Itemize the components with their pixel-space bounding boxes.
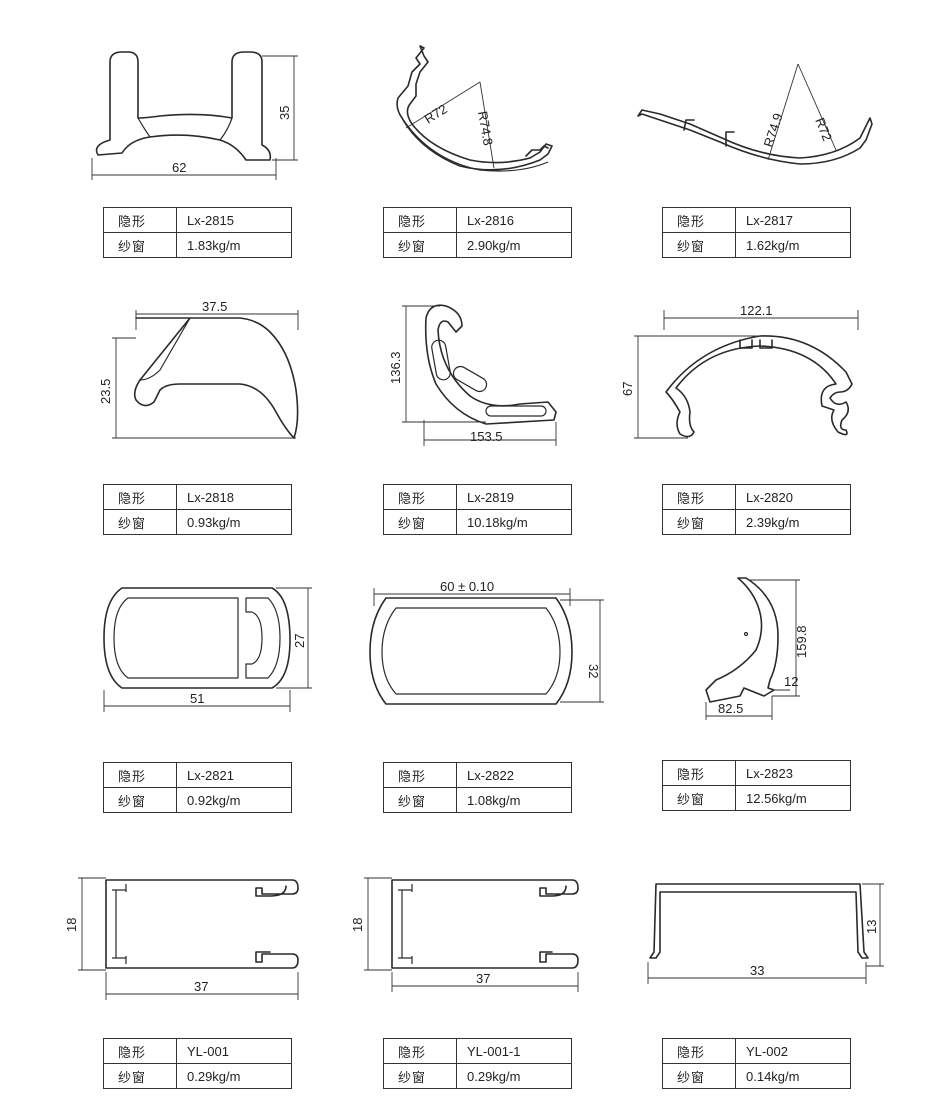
model-code: Lx-2815 bbox=[176, 207, 292, 233]
profile-outline bbox=[424, 304, 557, 425]
profile-outline bbox=[705, 577, 779, 703]
model-label: 隐形 bbox=[103, 1038, 177, 1064]
model-code: YL-001-1 bbox=[456, 1038, 572, 1064]
weight-label: 纱窗 bbox=[383, 509, 457, 535]
profile-outline bbox=[637, 109, 873, 165]
weight-label: 纱窗 bbox=[662, 232, 736, 258]
profile-drawing: 122.1 67 bbox=[0, 0, 900, 460]
dim-width: 153.5 bbox=[470, 429, 503, 444]
profile-outline bbox=[103, 587, 291, 689]
model-code: YL-001 bbox=[176, 1038, 292, 1064]
model-label: 隐形 bbox=[103, 207, 177, 233]
weight-value: 0.29kg/m bbox=[176, 1063, 292, 1089]
weight-label: 纱窗 bbox=[383, 232, 457, 258]
weight-value: 0.14kg/m bbox=[735, 1063, 851, 1089]
profile-outline bbox=[133, 317, 299, 439]
dim-height: 23.5 bbox=[98, 379, 113, 404]
dim-height: 136.3 bbox=[388, 351, 403, 384]
dim-width: 82.5 bbox=[718, 701, 743, 716]
dim-width: 60 ± 0.10 bbox=[440, 579, 494, 594]
weight-label: 纱窗 bbox=[103, 787, 177, 813]
profile-drawing: 136.3 153.5 bbox=[0, 0, 600, 460]
weight-label: 纱窗 bbox=[662, 1063, 736, 1089]
profile-outline bbox=[391, 879, 579, 969]
model-code: Lx-2816 bbox=[456, 207, 572, 233]
dim-height: 18 bbox=[64, 918, 79, 932]
profile-drawing: 159.8 12 82.5 bbox=[705, 577, 809, 720]
profile-drawing: R74.9 R72 bbox=[0, 0, 900, 190]
weight-value: 12.56kg/m bbox=[735, 785, 851, 811]
profile-drawing: 13 33 bbox=[647, 883, 884, 984]
profile-drawing: R72 R74.8 bbox=[0, 0, 600, 190]
profile-drawing: 18 37 bbox=[0, 0, 330, 1010]
model-label: 隐形 bbox=[662, 760, 736, 786]
weight-value: 2.90kg/m bbox=[456, 232, 572, 258]
profile-outline bbox=[396, 45, 553, 171]
weight-value: 0.93kg/m bbox=[176, 509, 292, 535]
profile-drawing: 51 27 bbox=[0, 0, 330, 720]
model-label: 隐形 bbox=[662, 484, 736, 510]
dim-height: 67 bbox=[620, 382, 635, 396]
dim-height: 35 bbox=[277, 106, 292, 120]
weight-value: 1.08kg/m bbox=[456, 787, 572, 813]
dim-width: 37.5 bbox=[202, 299, 227, 314]
dim-width: 33 bbox=[750, 963, 764, 978]
weight-label: 纱窗 bbox=[383, 1063, 457, 1089]
profile-outline bbox=[665, 335, 853, 438]
dim-width: 51 bbox=[190, 691, 204, 706]
model-label: 隐形 bbox=[383, 207, 457, 233]
dim-width: 37 bbox=[476, 971, 490, 986]
dim-width: 122.1 bbox=[740, 303, 773, 318]
model-label: 隐形 bbox=[103, 484, 177, 510]
weight-label: 纱窗 bbox=[103, 509, 177, 535]
dim-width: 62 bbox=[172, 160, 186, 175]
profile-drawing: 18 37 bbox=[350, 877, 579, 992]
weight-value: 10.18kg/m bbox=[456, 509, 572, 535]
profile-outline bbox=[369, 597, 573, 705]
model-label: 隐形 bbox=[383, 1038, 457, 1064]
dim-height: 13 bbox=[864, 920, 879, 934]
dim-height: 32 bbox=[586, 664, 601, 678]
profile-outline bbox=[649, 883, 869, 959]
dim-height: 159.8 bbox=[794, 625, 809, 658]
weight-label: 纱窗 bbox=[662, 785, 736, 811]
dim-small: 12 bbox=[784, 674, 798, 689]
weight-value: 2.39kg/m bbox=[735, 509, 851, 535]
dim-radius-2: R74.8 bbox=[475, 110, 496, 147]
weight-label: 纱窗 bbox=[383, 787, 457, 813]
model-label: 隐形 bbox=[662, 1038, 736, 1064]
weight-label: 纱窗 bbox=[103, 1063, 177, 1089]
weight-label: 纱窗 bbox=[103, 232, 177, 258]
weight-value: 0.29kg/m bbox=[456, 1063, 572, 1089]
model-code: YL-002 bbox=[735, 1038, 851, 1064]
model-label: 隐形 bbox=[383, 762, 457, 788]
profile-outline bbox=[105, 879, 299, 969]
dim-height: 27 bbox=[292, 634, 307, 648]
weight-value: 0.92kg/m bbox=[176, 787, 292, 813]
profile-drawing: 62 35 bbox=[0, 0, 320, 190]
profile-drawing: 37.5 23.5 bbox=[0, 0, 320, 460]
weight-value: 1.62kg/m bbox=[735, 232, 851, 258]
model-label: 隐形 bbox=[662, 207, 736, 233]
weight-label: 纱窗 bbox=[662, 509, 736, 535]
dim-width: 37 bbox=[194, 979, 208, 994]
weight-value: 1.83kg/m bbox=[176, 232, 292, 258]
dim-height: 18 bbox=[350, 918, 365, 932]
profile-drawing: 60 ± 0.10 32 bbox=[0, 0, 620, 720]
